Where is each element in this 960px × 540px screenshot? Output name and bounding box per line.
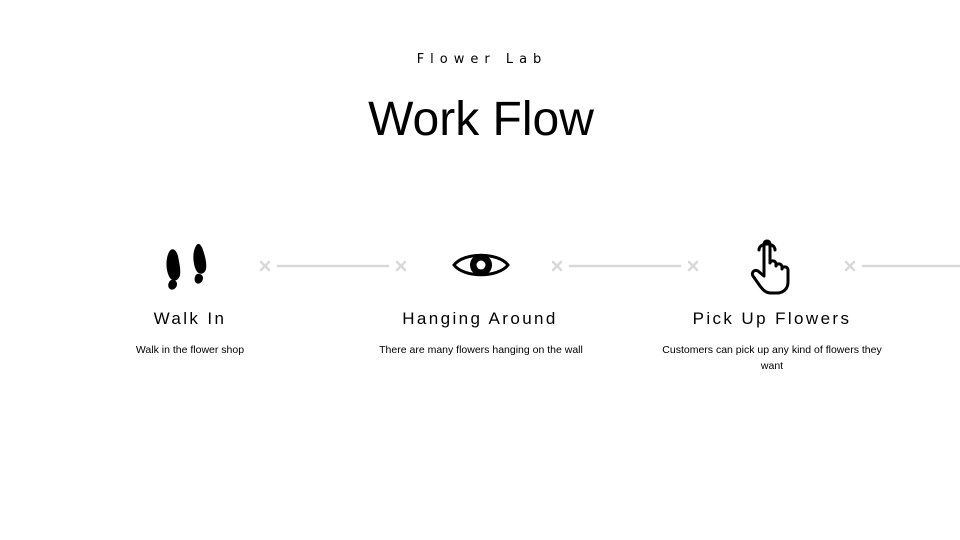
- footprints-icon: [166, 243, 207, 290]
- connector-line: [844, 260, 960, 272]
- connector-line: [259, 260, 407, 272]
- step-title-pick-up-flowers: Pick Up Flowers: [692, 309, 852, 328]
- step-description-pick-up-flowers: Customers can pick up any kind of flower…: [662, 344, 882, 372]
- step-title-hanging-around: Hanging Around: [402, 309, 558, 328]
- pointing-hand-icon: [750, 239, 790, 295]
- step-description-walk-in: Walk in the flower shop: [135, 344, 245, 356]
- step-title-walk-in: Walk In: [153, 309, 227, 328]
- connector-line: [551, 260, 699, 272]
- eye-icon: [452, 253, 510, 277]
- slide-title: Work Flow: [368, 93, 594, 146]
- slide-subtitle: Flower Lab: [416, 52, 548, 67]
- step-description-hanging-around: There are many flowers hanging on the wa…: [379, 344, 583, 356]
